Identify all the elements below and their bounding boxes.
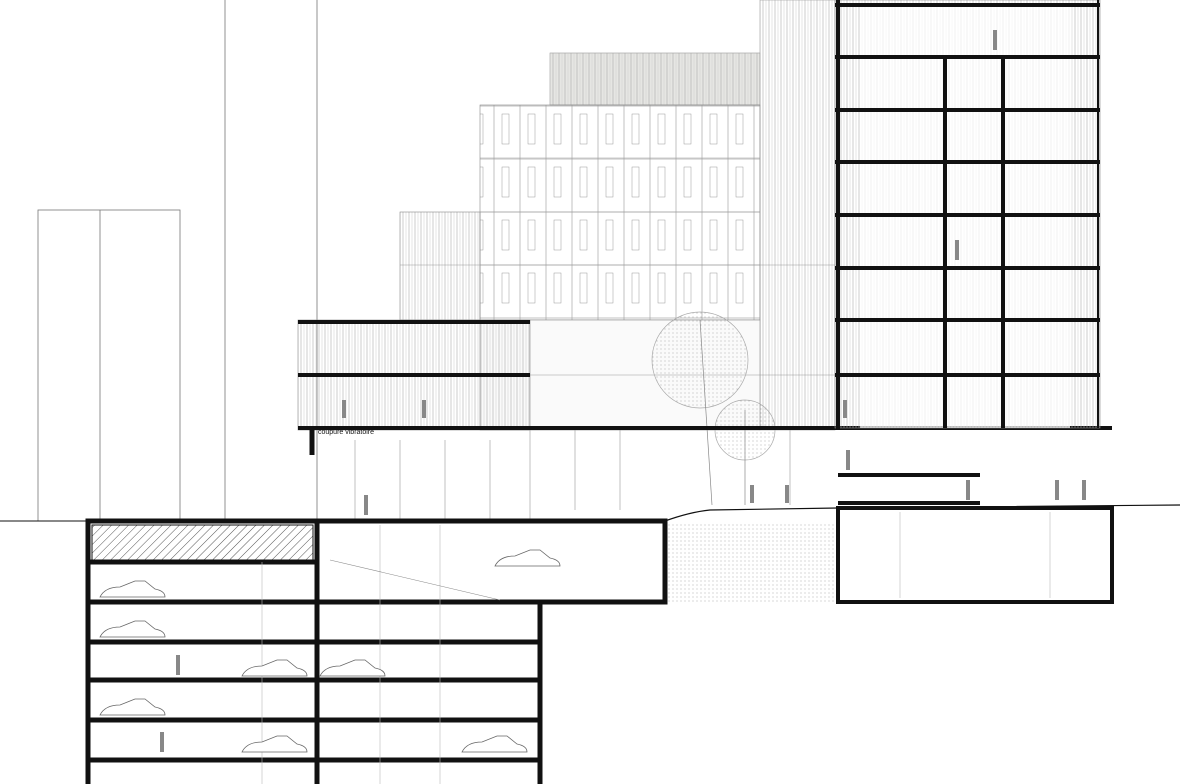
right-tower xyxy=(834,0,1101,505)
parked-cars xyxy=(99,549,561,753)
vibration-break-label: coupure vibratoire xyxy=(318,429,375,436)
ground-floor xyxy=(354,430,791,521)
underground-parking xyxy=(85,506,1114,784)
people-figures xyxy=(160,30,1086,752)
top-volume xyxy=(549,52,761,106)
fin-tower xyxy=(759,0,836,431)
background-buildings xyxy=(37,0,318,522)
ground-line xyxy=(0,504,1180,604)
